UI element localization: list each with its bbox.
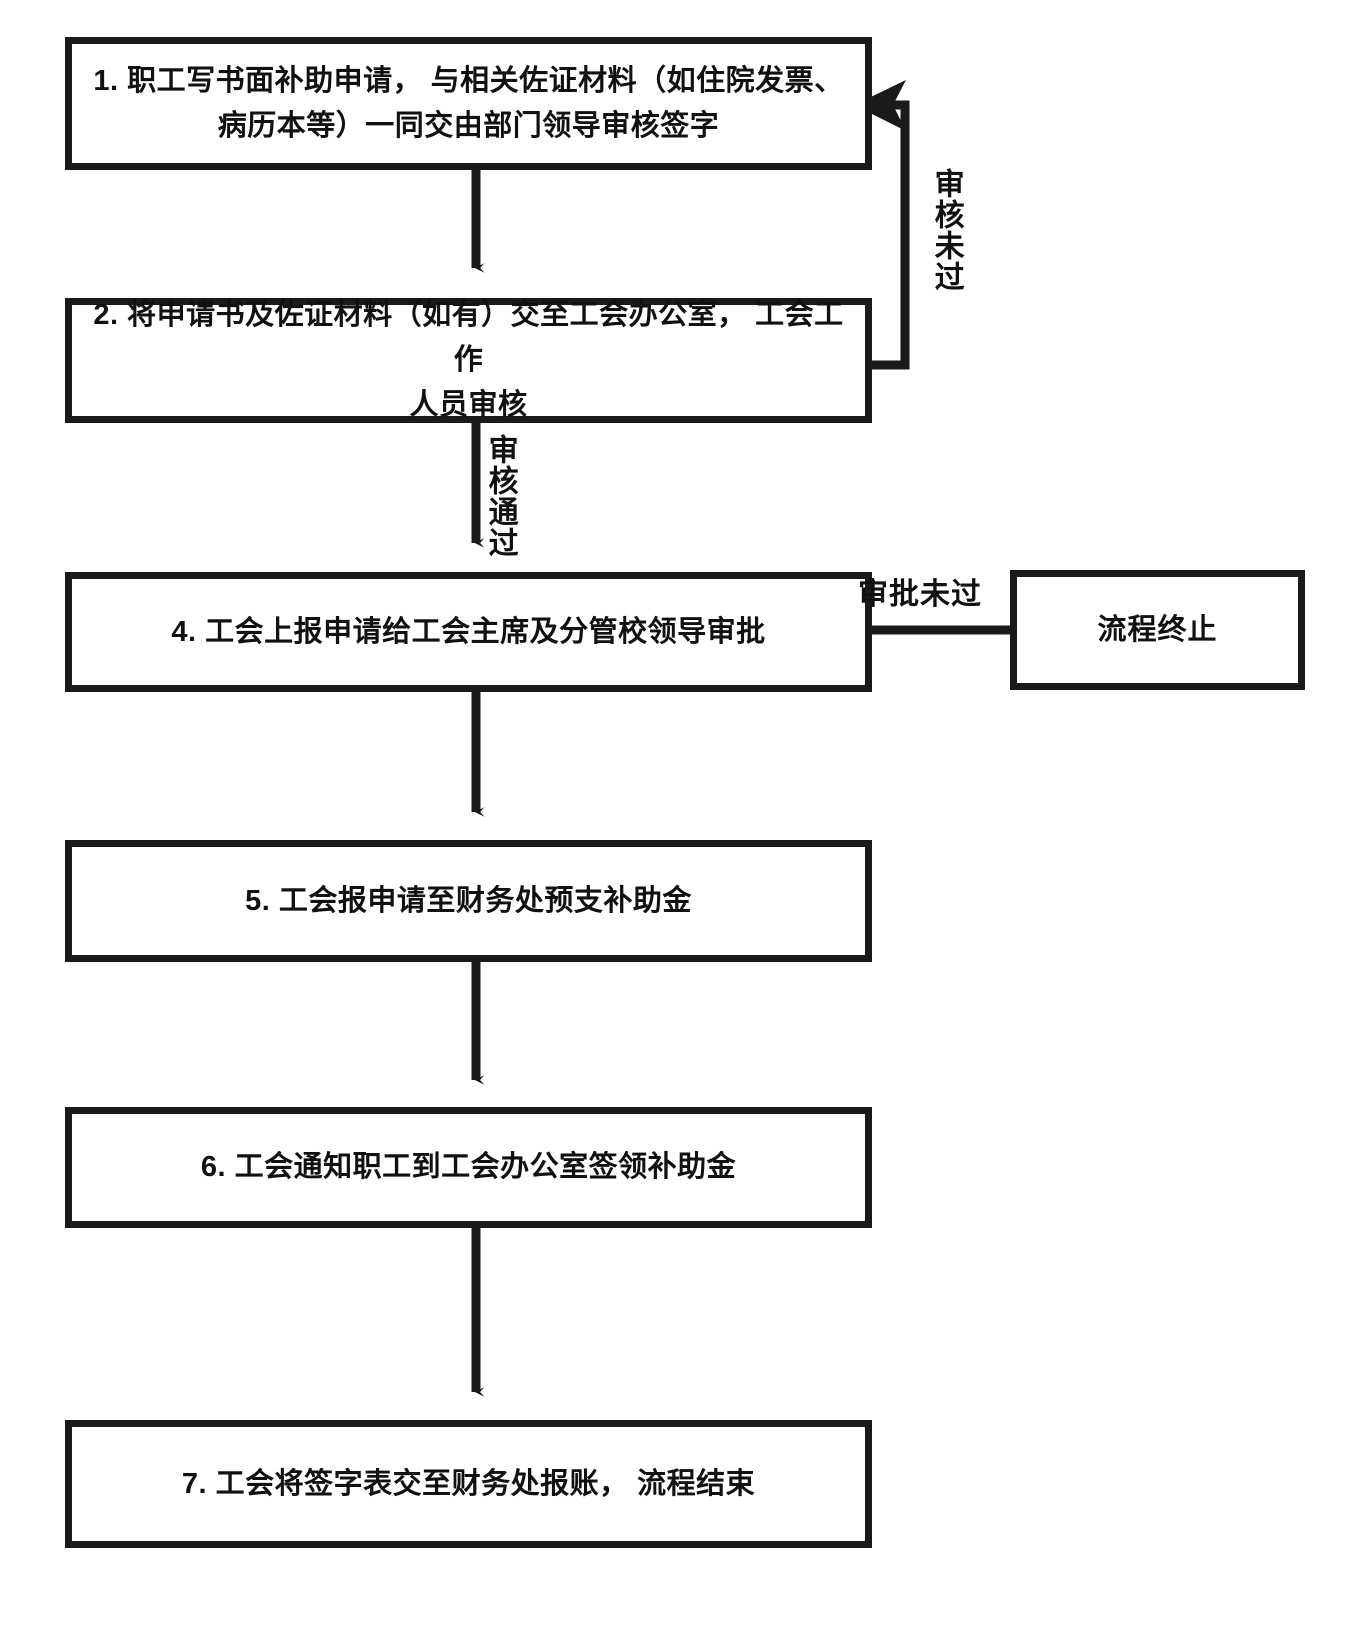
node-step1[interactable]: 1. 职工写书面补助申请， 与相关佐证材料（如住院发票、 病历本等）一同交由部门… [65,37,872,170]
node-step4[interactable]: 4. 工会上报申请给工会主席及分管校领导审批 [65,572,872,692]
edge-label-review-passed: 审核通过 [483,434,517,558]
node-step5-label: 5. 工会报申请至财务处预支补助金 [245,884,692,917]
node-step6[interactable]: 6. 工会通知职工到工会办公室签领补助金 [65,1107,872,1228]
node-step5[interactable]: 5. 工会报申请至财务处预支补助金 [65,840,872,962]
edge-step2-step1-loopback [872,100,910,370]
edge-label-approval-failed: 审批未过 [858,578,982,611]
node-step7[interactable]: 7. 工会将签字表交至财务处报账， 流程结束 [65,1420,872,1548]
node-step1-label: 1. 职工写书面补助申请， 与相关佐证材料（如住院发票、 病历本等）一同交由部门… [93,64,844,142]
node-step7-label: 7. 工会将签字表交至财务处报账， 流程结束 [181,1467,756,1500]
node-step2[interactable]: 2. 将申请书及佐证材料（如有）交至工会办公室， 工会工作 人员审核 [65,298,872,423]
node-step6-label: 6. 工会通知职工到工会办公室签领补助金 [200,1151,737,1184]
node-step4-label: 4. 工会上报申请给工会主席及分管校领导审批 [171,615,766,648]
node-terminate[interactable]: 流程终止 [1010,570,1305,690]
node-terminate-label: 流程终止 [1097,613,1218,646]
node-step2-label: 2. 将申请书及佐证材料（如有）交至工会办公室， 工会工作 人员审核 [93,299,844,421]
edge-label-review-failed: 审核未过 [929,168,963,292]
